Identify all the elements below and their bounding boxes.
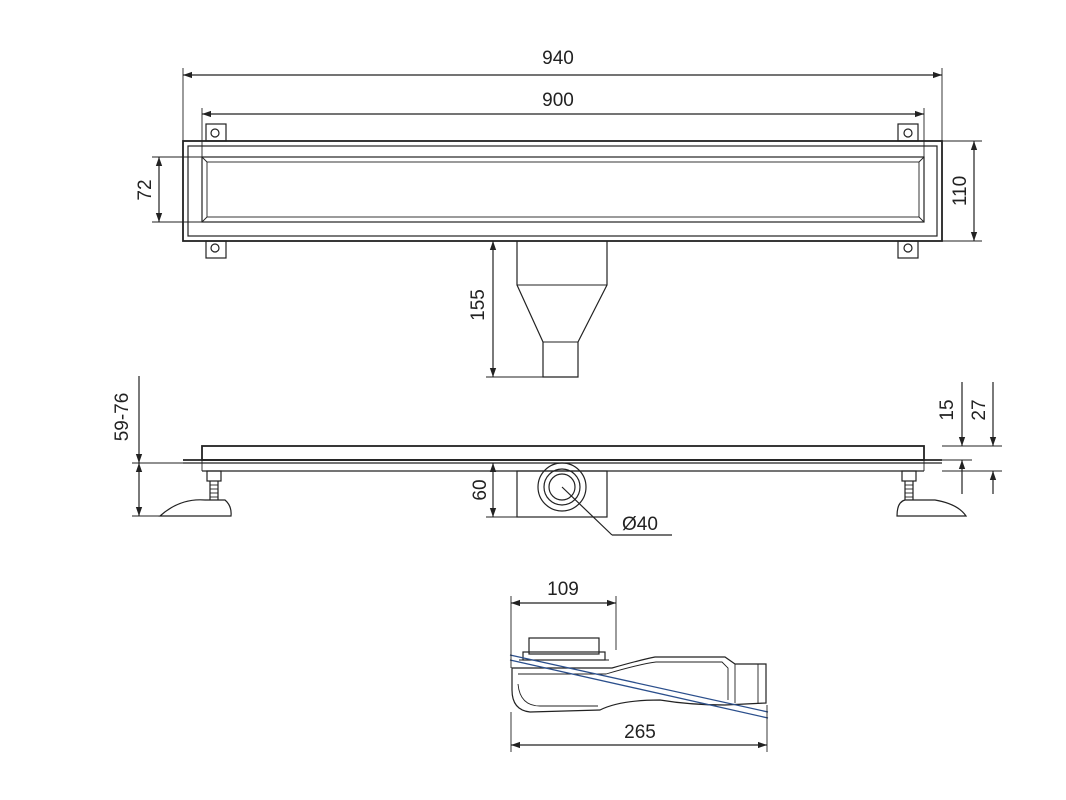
dim-overall-length: 940 bbox=[542, 48, 574, 69]
adjustable-foot-icon bbox=[158, 470, 968, 517]
dim-inner-length: 900 bbox=[542, 90, 574, 111]
outlet-funnel bbox=[516, 241, 608, 378]
dim-top-total: 27 bbox=[969, 399, 990, 420]
dim-body-width: 110 bbox=[950, 176, 971, 206]
trap-detail-view: 109 265 bbox=[509, 579, 769, 752]
mounting-bracket-icon bbox=[205, 123, 919, 259]
dim-trap-length: 265 bbox=[624, 722, 656, 743]
dim-pipe-diameter: Ø40 bbox=[622, 514, 658, 535]
outlet-pipe-icon bbox=[537, 462, 587, 512]
grate-outline bbox=[201, 156, 925, 223]
outlet-housing bbox=[516, 470, 608, 518]
dim-outlet-depth: 155 bbox=[468, 289, 489, 321]
drain-body-outline bbox=[182, 140, 943, 242]
channel-top-frame bbox=[201, 445, 925, 461]
side-view: 59-76 60 Ø40 15 27 bbox=[112, 376, 1002, 536]
dim-adjust-height: 59-76 bbox=[112, 393, 133, 442]
dim-grate-width: 72 bbox=[135, 179, 156, 200]
trap-body bbox=[511, 656, 767, 713]
dim-trap-width: 109 bbox=[547, 579, 579, 600]
dim-body-height: 60 bbox=[470, 479, 491, 500]
dim-top-thickness: 15 bbox=[937, 399, 958, 420]
top-view: 940 900 72 110 155 bbox=[135, 48, 982, 378]
